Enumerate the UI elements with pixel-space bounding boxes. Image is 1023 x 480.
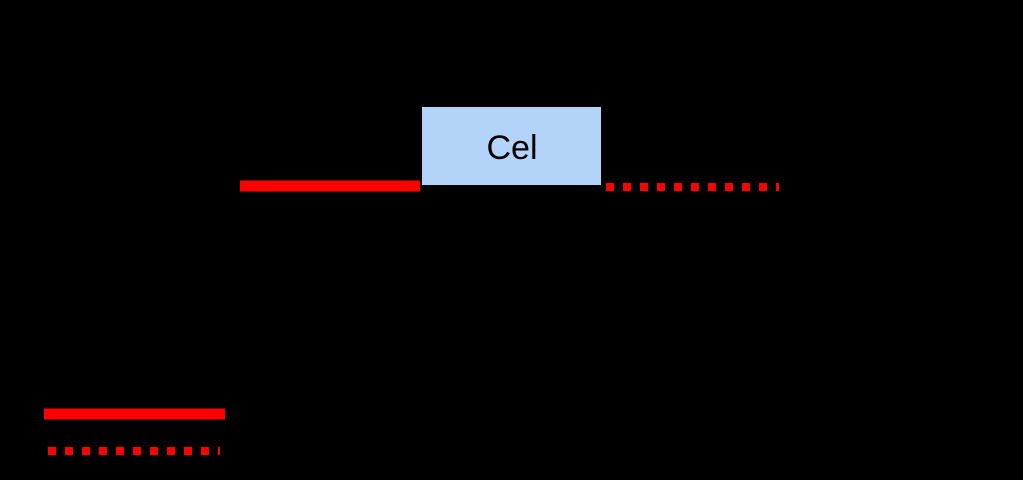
cell-box xyxy=(422,107,601,185)
cell-label: Cel xyxy=(486,129,537,167)
